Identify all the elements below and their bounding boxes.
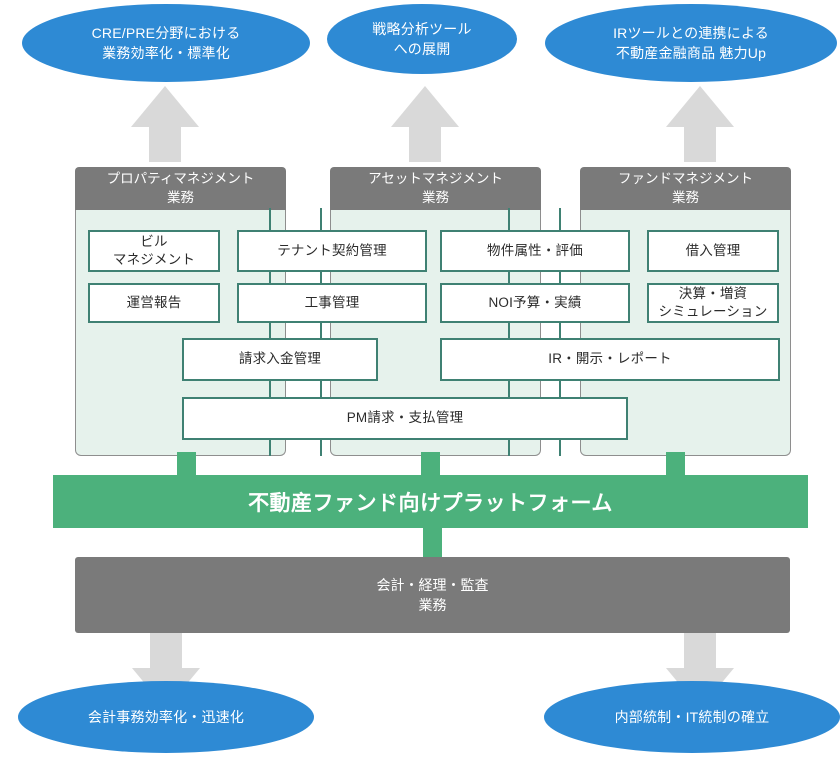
up-arrow-right-icon — [666, 86, 734, 162]
pillar-header-fund-management-label: ファンドマネジメント 業務 — [618, 170, 753, 205]
pillar-header-asset-management: アセットマネジメント 業務 — [330, 167, 541, 210]
function-box-noi-budget[interactable]: NOI予算・実績 — [440, 283, 630, 323]
up-arrow-center-icon — [391, 86, 459, 162]
function-box-operation-report-label: 運営報告 — [126, 294, 182, 310]
down-arrow-left-icon — [132, 633, 200, 709]
function-box-loan-management-label: 借入管理 — [685, 242, 741, 258]
function-box-noi-budget-label: NOI予算・実績 — [488, 294, 582, 310]
green-stem-right — [666, 452, 685, 478]
accounting-bar-label: 会計・経理・監査 業務 — [376, 576, 489, 613]
function-box-pm-billing-payment-label: PM請求・支払管理 — [346, 410, 464, 426]
function-box-tenant-contract[interactable]: テナント契約管理 — [237, 230, 427, 272]
connector-construction-to-billing — [269, 323, 271, 338]
up-arrow-left-icon — [131, 86, 199, 162]
connector-ir-to-pm-2 — [559, 381, 561, 397]
connector-pm-to-bottom-3 — [508, 434, 510, 456]
connector-ir-to-pm — [508, 381, 510, 397]
connector-property-to-noi — [508, 271, 510, 283]
function-box-settlement-simulation[interactable]: 決算・増資 シミュレーション — [647, 283, 779, 323]
connector-pm-to-bottom-2 — [320, 434, 322, 456]
outcome-ellipse-internal-control: 内部統制・IT統制の確立 — [544, 681, 840, 753]
connector-header-to-tenant — [269, 208, 271, 230]
outcome-ellipse-ir-tool: IRツールとの連携による 不動産金融商品 魅力Up — [545, 4, 837, 82]
connector-pm-to-bottom-4 — [559, 434, 561, 456]
connector-tenant-to-construction — [269, 271, 271, 283]
outcome-ellipse-strategy-tool: 戦略分析ツール への展開 — [327, 4, 517, 74]
green-stem-to-accounting — [423, 527, 442, 559]
platform-bar-label: 不動産ファンド向けプラットフォーム — [248, 491, 613, 515]
pillar-header-property-management-label: プロパティマネジメント 業務 — [106, 170, 255, 205]
outcome-ellipse-internal-control-label: 内部統制・IT統制の確立 — [614, 708, 770, 725]
function-box-ir-disclosure-label: IR・開示・レポート — [548, 351, 672, 367]
outcome-ellipse-ir-tool-label: IRツールとの連携による 不動産金融商品 魅力Up — [613, 24, 769, 61]
green-stem-center — [421, 452, 440, 478]
outcome-ellipse-accounting-efficiency: 会計事務効率化・迅速化 — [18, 681, 314, 753]
pillar-header-asset-management-label: アセットマネジメント 業務 — [368, 170, 503, 205]
pillar-header-fund-management: ファンドマネジメント 業務 — [580, 167, 791, 210]
platform-bar: 不動産ファンド向けプラットフォーム — [53, 475, 808, 528]
connector-billing-to-pm — [269, 381, 271, 397]
connector-construction-to-billing-2 — [320, 323, 322, 338]
down-arrow-right-icon — [666, 633, 734, 709]
function-box-pm-billing-payment[interactable]: PM請求・支払管理 — [182, 397, 628, 440]
function-box-billing-receipt[interactable]: 請求入金管理 — [182, 338, 378, 381]
pillar-header-property-management: プロパティマネジメント 業務 — [75, 167, 286, 210]
outcome-ellipse-strategy-tool-label: 戦略分析ツール への展開 — [372, 20, 472, 57]
function-box-construction-management-label: 工事管理 — [304, 294, 360, 310]
connector-header-to-tenant-2 — [320, 208, 322, 230]
function-box-settlement-simulation-label: 決算・増資 シミュレーション — [658, 285, 768, 319]
connector-header-to-property-attr — [508, 208, 510, 230]
connector-noi-to-ir — [508, 323, 510, 338]
function-box-billing-receipt-label: 請求入金管理 — [238, 351, 322, 367]
function-box-ir-disclosure[interactable]: IR・開示・レポート — [440, 338, 780, 381]
outcome-ellipse-cre-pre: CRE/PRE分野における 業務効率化・標準化 — [22, 4, 310, 82]
connector-property-to-noi-2 — [559, 271, 561, 283]
green-stem-left — [177, 452, 196, 478]
function-box-bill-management[interactable]: ビル マネジメント — [88, 230, 220, 272]
connector-header-to-property-attr-2 — [559, 208, 561, 230]
function-box-bill-management-label: ビル マネジメント — [112, 233, 196, 267]
connector-billing-to-pm-2 — [320, 381, 322, 397]
outcome-ellipse-accounting-efficiency-label: 会計事務効率化・迅速化 — [87, 708, 245, 725]
connector-pm-to-bottom — [269, 434, 271, 456]
function-box-loan-management[interactable]: 借入管理 — [647, 230, 779, 272]
connector-noi-to-ir-2 — [559, 323, 561, 338]
function-box-property-attribute[interactable]: 物件属性・評価 — [440, 230, 630, 272]
function-box-operation-report[interactable]: 運営報告 — [88, 283, 220, 323]
outcome-ellipse-cre-pre-label: CRE/PRE分野における 業務効率化・標準化 — [91, 24, 241, 61]
connector-tenant-to-construction-2 — [320, 271, 322, 283]
function-box-property-attribute-label: 物件属性・評価 — [487, 242, 583, 258]
function-box-tenant-contract-label: テナント契約管理 — [277, 242, 387, 258]
function-box-construction-management[interactable]: 工事管理 — [237, 283, 427, 323]
accounting-bar: 会計・経理・監査 業務 — [75, 557, 790, 633]
